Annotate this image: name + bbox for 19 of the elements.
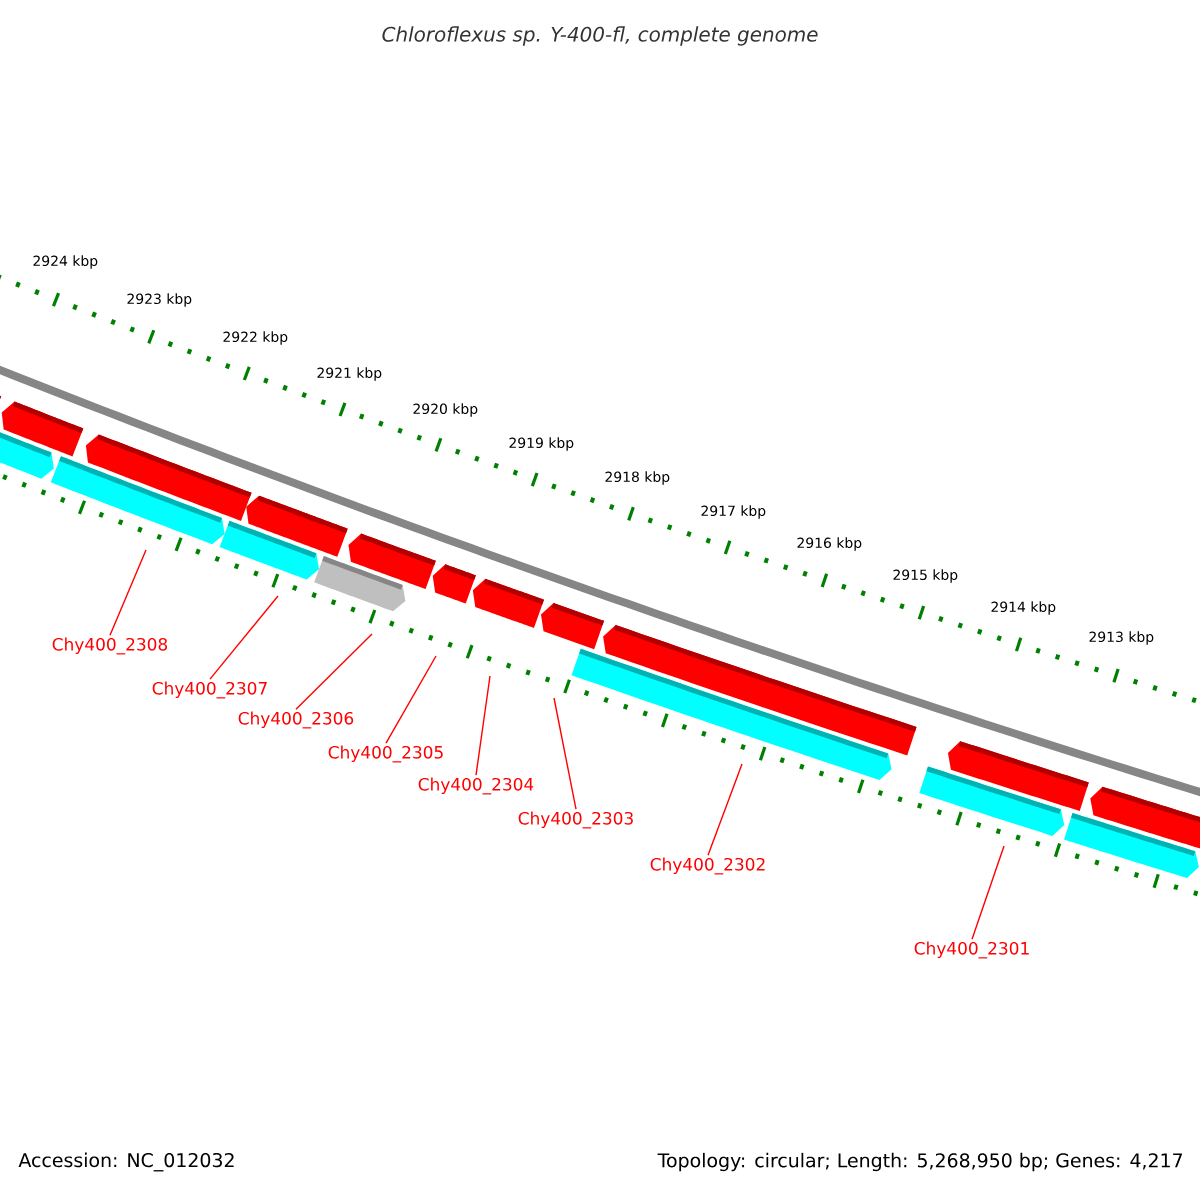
- leader-line: [209, 595, 279, 680]
- leader-line: [109, 549, 147, 636]
- leader-line: [295, 633, 373, 710]
- gene-label: Chy400_2302: [650, 857, 765, 875]
- gene-label: Chy400_2308: [52, 637, 168, 655]
- accession-text: Accession: NC_012032: [18, 1152, 234, 1172]
- gene-label: Chy400_2304: [418, 777, 534, 795]
- genome-info-text: Topology: circular; Length: 5,268,950 bp; Genes: 4,217: [657, 1152, 1182, 1172]
- leader-line: [553, 697, 577, 810]
- gene-label: Chy400_2301: [914, 941, 1029, 959]
- leader-line: [385, 655, 437, 744]
- gene-label: Chy400_2307: [152, 681, 267, 699]
- gene-label: Chy400_2306: [238, 711, 354, 729]
- title: Chloroflexus sp. Y-400-fl, complete genome: [382, 26, 818, 46]
- leader-line: [475, 675, 491, 776]
- leader-line: [707, 763, 743, 856]
- gene-label: Chy400_2305: [328, 745, 443, 763]
- gene-label: Chy400_2303: [518, 811, 633, 829]
- leader-line: [971, 845, 1005, 940]
